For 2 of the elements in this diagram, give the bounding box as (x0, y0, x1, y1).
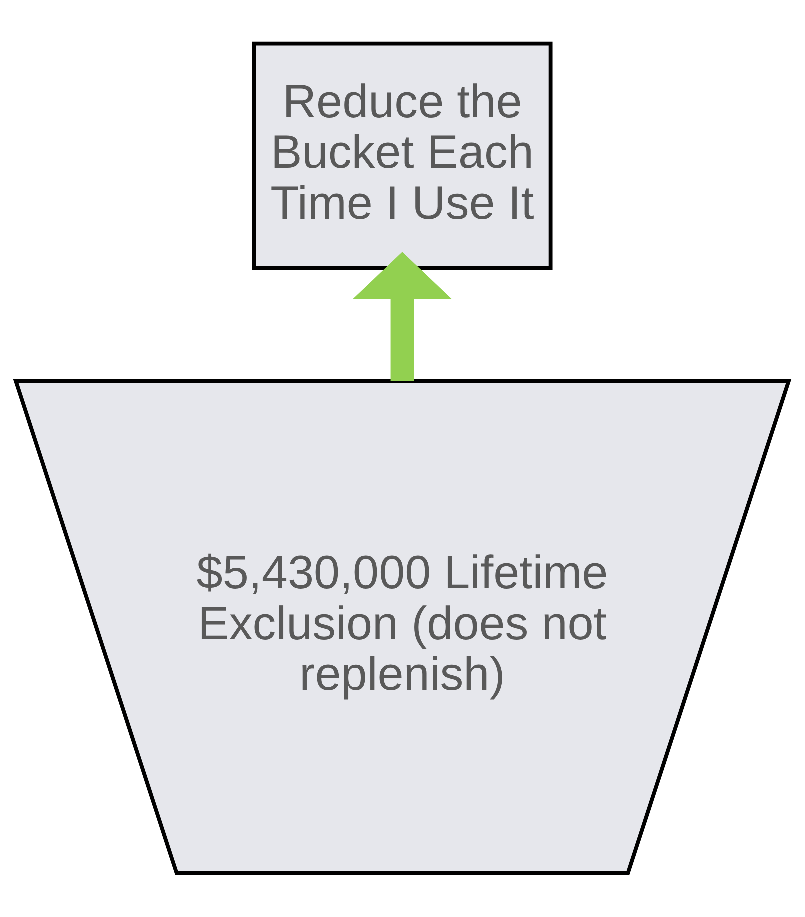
arrow (352, 252, 452, 382)
node-box: Reduce the Bucket Each Time I Use It (252, 42, 553, 270)
